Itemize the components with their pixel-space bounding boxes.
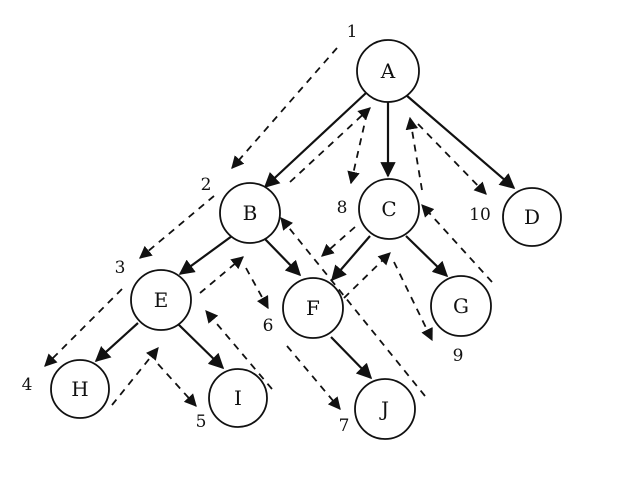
traversal-arrow-f-down-to-j bbox=[286, 345, 341, 410]
node-label-h: H bbox=[71, 377, 88, 401]
node-i: I bbox=[208, 368, 268, 428]
step-label-3: 3 bbox=[115, 258, 126, 278]
tree-nodes: A B C D E F G H bbox=[50, 39, 562, 440]
tree-edges bbox=[94, 92, 516, 380]
traversal-arrow-a-down-to-c bbox=[347, 112, 368, 185]
traversal-arrow-1-down bbox=[231, 47, 338, 169]
edge-c-g bbox=[405, 235, 449, 278]
traversal-arrow-g-up-to-c bbox=[421, 204, 493, 283]
traversal-arrow-3-down bbox=[44, 288, 123, 367]
node-c: C bbox=[358, 178, 420, 240]
node-label-e: E bbox=[154, 288, 169, 312]
step-label-2: 2 bbox=[201, 175, 212, 195]
node-a: A bbox=[356, 39, 420, 103]
step-label-7: 7 bbox=[339, 416, 350, 436]
edge-a-d bbox=[405, 94, 516, 190]
traversal-arrow-c-down-to-g bbox=[393, 261, 433, 342]
traversal-arrow-b-down-to-f bbox=[245, 267, 269, 310]
traversal-arrow-h-up-to-e bbox=[111, 347, 159, 406]
node-g: G bbox=[430, 275, 492, 337]
node-label-d: D bbox=[524, 205, 540, 229]
node-b: B bbox=[219, 182, 281, 244]
node-e: E bbox=[130, 269, 192, 331]
traversal-arrow-i-up-to-e bbox=[205, 310, 273, 390]
step-label-10: 10 bbox=[469, 205, 491, 225]
node-label-b: B bbox=[243, 201, 258, 225]
node-label-j: J bbox=[379, 397, 389, 421]
traversal-step-labels: 1 2 3 4 5 6 7 8 9 10 bbox=[22, 22, 491, 436]
edge-b-f bbox=[263, 237, 302, 277]
edge-b-e bbox=[178, 235, 233, 275]
node-f: F bbox=[282, 277, 344, 339]
node-label-a: A bbox=[380, 59, 396, 83]
traversal-arrow-e-up-to-b bbox=[199, 256, 244, 294]
edge-a-b bbox=[263, 92, 367, 189]
step-label-4: 4 bbox=[22, 375, 33, 395]
node-label-c: C bbox=[381, 197, 396, 221]
traversal-arrow-e-down-to-i bbox=[157, 363, 197, 407]
edge-e-i bbox=[177, 323, 225, 370]
edge-c-f bbox=[330, 235, 371, 282]
node-j: J bbox=[354, 378, 416, 440]
traversal-arrow-c-down-to-f bbox=[321, 226, 356, 257]
edge-e-h bbox=[94, 322, 139, 363]
traversal-arrow-a-down-to-d bbox=[417, 123, 487, 195]
edge-f-j bbox=[330, 336, 373, 380]
step-label-6: 6 bbox=[263, 316, 274, 336]
traversal-arrow-2-down bbox=[139, 195, 215, 259]
step-label-8: 8 bbox=[337, 198, 348, 218]
traversal-arrow-c-up-to-a bbox=[405, 116, 423, 191]
step-label-1: 1 bbox=[347, 22, 358, 42]
traversal-arrow-b-up-to-a bbox=[289, 107, 371, 183]
node-label-f: F bbox=[306, 296, 320, 320]
node-d: D bbox=[502, 187, 562, 247]
node-label-g: G bbox=[453, 294, 469, 318]
node-label-i: I bbox=[234, 386, 242, 410]
step-label-5: 5 bbox=[196, 412, 207, 432]
traversal-arrow-f-up-to-c bbox=[343, 252, 391, 299]
traversal-path bbox=[44, 47, 493, 410]
node-h: H bbox=[50, 359, 110, 419]
step-label-9: 9 bbox=[453, 346, 464, 366]
